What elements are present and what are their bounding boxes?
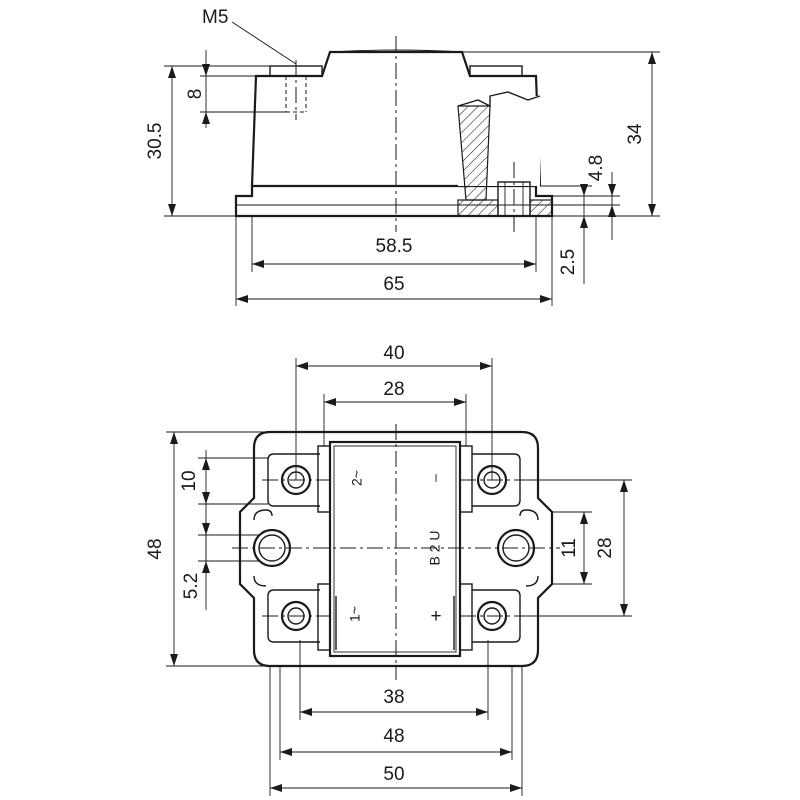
plan-view: 2~ 1~ – + B 2 U 40 28 48 10 [145, 343, 632, 796]
dim-right-span: 28 [595, 537, 616, 558]
plan-outline [238, 430, 554, 668]
terminal-label-minus: – [427, 474, 443, 482]
terminal-label-ac2: 2~ [349, 470, 365, 486]
terminal-blade-tl [317, 445, 331, 513]
dim-body-width: 48 [383, 726, 404, 747]
dim-hole-span: 38 [383, 687, 404, 708]
terminal-blade-br [459, 583, 473, 651]
dim-base-step: 4.8 [586, 155, 607, 181]
terminal-blade-tr [459, 445, 473, 513]
m5-label: M5 [202, 7, 228, 28]
dim-outer-width: 65 [383, 274, 404, 295]
dim-right-small: 11 [559, 538, 580, 558]
dim-total-height: 34 [625, 123, 646, 145]
dim-terminal-offset: 10 [179, 470, 200, 491]
dim-terminal-span: 40 [383, 343, 404, 364]
terminal-label-plus: + [430, 606, 441, 627]
dim-plan-height: 48 [145, 538, 166, 559]
dim-window-width: 28 [383, 379, 404, 400]
side-hatch-base-right [529, 199, 553, 217]
m5-leader [231, 21, 297, 65]
terminal-label-ac1: 1~ [347, 606, 363, 622]
dim-inner-width: 58.5 [376, 236, 413, 257]
dim-base-thickness: 2.5 [558, 249, 579, 275]
side-hatch-base-left [457, 199, 499, 217]
dim-body-height: 30.5 [145, 123, 166, 160]
side-nut-right [469, 65, 523, 77]
terminal-blade-bl [317, 583, 331, 651]
central-window [328, 440, 462, 658]
side-break-line [457, 91, 541, 108]
dim-hole-diameter: 5.2 [181, 573, 202, 599]
side-view: M5 8 30.5 34 4.8 2.5 [145, 7, 660, 306]
dim-thread-depth: 8 [185, 89, 206, 100]
module-type-label: B 2 U [427, 530, 443, 565]
dim-overall-width: 50 [383, 764, 404, 785]
